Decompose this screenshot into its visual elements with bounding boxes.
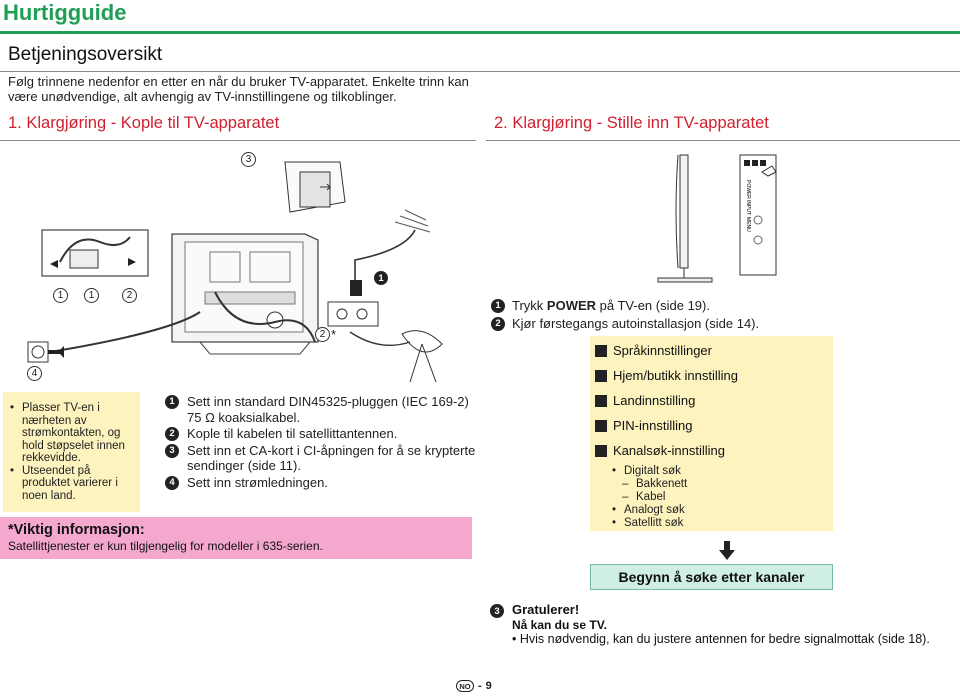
congrats-title: Gratulerer! bbox=[512, 602, 580, 617]
congrats-block: 3 Gratulerer! Nå kan du se TV. • Hvis nø… bbox=[490, 602, 950, 652]
callout-1b: 1 bbox=[84, 288, 99, 303]
placement-note: Plasser TV-en i nærheten av strømkontakt… bbox=[3, 392, 140, 512]
step-number: 1 bbox=[165, 395, 179, 409]
page-title: Hurtigguide bbox=[3, 0, 127, 25]
step-text: Kople til kabelen til satellittantennen. bbox=[187, 426, 398, 441]
tv-side-illustration: POWER INPUT MENU bbox=[657, 154, 777, 283]
tv-side-label: POWER bbox=[745, 180, 751, 199]
option-analog: Analogt søk bbox=[612, 504, 687, 517]
option-kabel: Kabel bbox=[612, 491, 687, 504]
callout-1a: 1 bbox=[53, 288, 68, 303]
step-number: 4 bbox=[165, 475, 179, 490]
down-arrow-icon bbox=[719, 541, 735, 560]
congrats-subtitle: Nå kan du se TV. bbox=[512, 618, 607, 632]
tv-side-label: INPUT bbox=[745, 200, 751, 215]
step-text: Sett inn et CA-kort i CI-åpningen for å … bbox=[187, 442, 476, 474]
connection-illustration bbox=[27, 161, 443, 383]
wall-socket-illustration bbox=[27, 341, 64, 363]
setup-step: 2 Kjør førstegangs autoinstallasjon (sid… bbox=[490, 315, 759, 333]
channel-search-options: Digitalt søk Bakkenett Kabel Analogt søk… bbox=[612, 465, 687, 530]
step-number: 2 bbox=[165, 427, 179, 441]
section-rule bbox=[0, 71, 960, 72]
step1-heading: 1. Klargjøring - Kople til TV-apparatet bbox=[8, 114, 280, 132]
connection-steps: 1 Sett inn standard DIN45325-pluggen (IE… bbox=[163, 394, 483, 491]
step1-rule bbox=[0, 140, 476, 141]
step-text: Sett inn strømledningen. bbox=[187, 474, 328, 490]
flow-item-channel-search: Kanalsøk-innstilling bbox=[595, 443, 725, 458]
tv-back-illustration bbox=[49, 233, 319, 355]
step2-rule bbox=[486, 140, 960, 141]
congrats-tip-text: Hvis nødvendig, kan du justere antennen … bbox=[519, 632, 930, 646]
flow-item-home-store: Hjem/butikk innstilling bbox=[595, 368, 738, 383]
star-mark: * bbox=[331, 327, 337, 342]
flow-item-language: Språkinnstillinger bbox=[595, 343, 712, 358]
intro-text: Følg trinnene nedenfor en etter en når d… bbox=[8, 74, 469, 104]
page-footer: NO - 9 bbox=[456, 680, 492, 692]
setup-steps: 1 Trykk POWER på TV-en (side 19). 2 Kjør… bbox=[490, 297, 759, 333]
language-badge: NO bbox=[456, 680, 474, 692]
important-title: *Viktig informasjon: bbox=[8, 522, 145, 538]
step-number: 1 bbox=[491, 299, 505, 313]
connection-step: 3 Sett inn et CA-kort i CI-åpningen for … bbox=[163, 443, 483, 474]
congrats-tip: • Hvis nødvendig, kan du justere antenne… bbox=[512, 632, 930, 646]
section-title: Betjeningsoversikt bbox=[8, 44, 163, 65]
footer-dash: - bbox=[478, 680, 482, 692]
callout-2: 2 bbox=[122, 288, 137, 303]
step2-heading: 2. Klargjøring - Stille inn TV-apparatet bbox=[494, 114, 769, 132]
tv-side-label: MENU bbox=[745, 217, 751, 232]
important-info-box: *Viktig informasjon: Satellittjenester e… bbox=[0, 517, 472, 559]
connection-step: 2 Kople til kabelen til satellittantenne… bbox=[163, 426, 483, 442]
step-number: 2 bbox=[491, 317, 505, 331]
power-button-label: POWER bbox=[546, 298, 597, 313]
start-channel-search-button[interactable]: Begynn å søke etter kanaler bbox=[590, 564, 833, 590]
step-number: 3 bbox=[490, 604, 504, 618]
cable-tie-illustration bbox=[41, 229, 149, 277]
title-rule bbox=[0, 31, 960, 34]
setup-step-text: Kjør førstegangs autoinstallasjon (side … bbox=[512, 316, 760, 331]
option-bakkenett: Bakkenett bbox=[612, 478, 687, 491]
important-text: Satellittjenester er kun tilgjengelig fo… bbox=[8, 539, 323, 553]
flow-item-pin: PIN-innstilling bbox=[595, 418, 692, 433]
setup-step: 1 Trykk POWER på TV-en (side 19). bbox=[490, 297, 759, 315]
step-text: Sett inn standard DIN45325-pluggen (IEC … bbox=[187, 394, 469, 425]
callout-1-antenna: 1 bbox=[374, 271, 388, 285]
callout-2-star: 2 bbox=[315, 327, 330, 342]
option-digital: Digitalt søk bbox=[612, 465, 687, 478]
note-item: Plasser TV-en i nærheten av strømkontakt… bbox=[9, 402, 136, 465]
setup-step-prefix: Trykk bbox=[512, 298, 547, 313]
callout-4: 4 bbox=[27, 366, 42, 381]
antenna-illustration bbox=[327, 209, 431, 327]
step-number: 3 bbox=[165, 443, 179, 458]
setup-step-suffix: på TV-en (side 19). bbox=[596, 298, 710, 313]
flow-item-country: Landinnstilling bbox=[595, 393, 695, 408]
connection-step: 4 Sett inn strømledningen. bbox=[163, 475, 483, 491]
satellite-dish-illustration bbox=[349, 330, 443, 383]
page-number: 9 bbox=[485, 680, 492, 692]
connection-step: 1 Sett inn standard DIN45325-pluggen (IE… bbox=[163, 394, 483, 425]
note-item: Utseendet på produktet varierer i noen l… bbox=[9, 465, 136, 503]
option-satellitt: Satellitt søk bbox=[612, 517, 687, 530]
callout-3: 3 bbox=[241, 152, 256, 167]
ci-card-illustration bbox=[284, 161, 346, 213]
